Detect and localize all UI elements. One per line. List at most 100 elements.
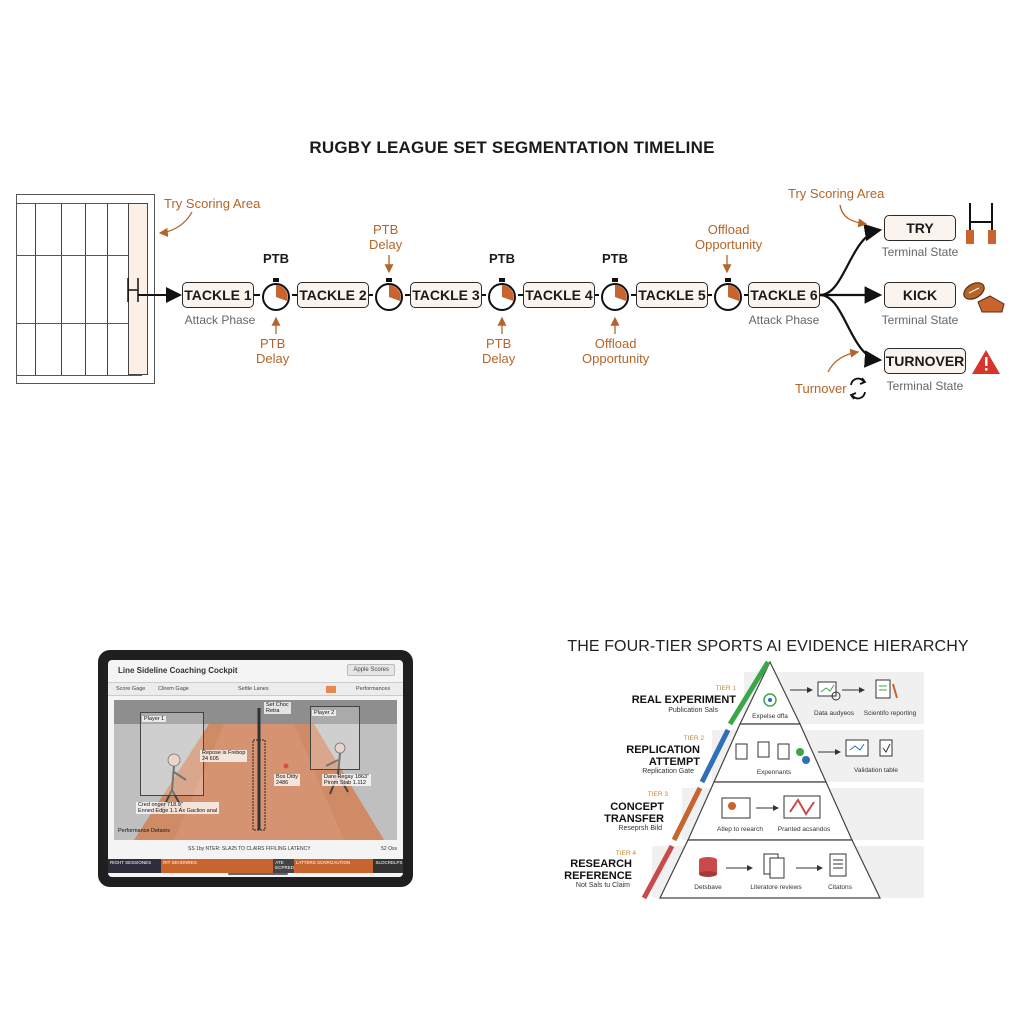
research-icon xyxy=(721,797,751,819)
refresh-icon xyxy=(849,377,867,400)
warning-icon xyxy=(972,350,1000,374)
tackle-5: TACKLE 5 xyxy=(636,282,708,308)
database-icon xyxy=(699,857,717,877)
toolbar-toggle[interactable] xyxy=(326,686,336,693)
outcome-kick: KICK xyxy=(884,282,956,308)
validation-icon xyxy=(845,739,893,757)
segment-5[interactable]: SLOCRELPS xyxy=(373,859,403,873)
tier-1-tag: TIER 1 xyxy=(715,685,736,692)
printed-acsandos-icon xyxy=(783,795,821,819)
latency-value: 52 Oss xyxy=(381,846,397,852)
ptb-delay-note-top: PTB Delay xyxy=(369,222,403,252)
outcome-try: TRY xyxy=(884,215,956,241)
tier-4-step-3: Citatons xyxy=(828,884,852,891)
tier-1-sub: Publication Sals xyxy=(668,707,718,714)
tier-2-step-2: Validation table xyxy=(854,767,898,774)
report-icon xyxy=(875,679,898,699)
tier-4-step-2: Literatore reviews xyxy=(750,884,802,891)
terminal-state-try: Terminal State xyxy=(881,245,959,259)
rugby-field xyxy=(16,194,155,384)
latency-label: SS 1by NTER: SLA25 TO CLAIRS FIFILING LA… xyxy=(188,846,311,852)
tackle-3: TACKLE 3 xyxy=(410,282,482,308)
terminal-state-turnover: Terminal State xyxy=(886,379,964,393)
cockpit-toolbar: Score Gage Clirem Gage Settle Lanes Perf… xyxy=(108,682,403,696)
mid-left-caption: Repose is Frebop 24 605 xyxy=(200,750,248,762)
offload-note-top: Offload Opportunity xyxy=(695,222,763,252)
rugby-ball-icon xyxy=(963,282,985,300)
mid-right-caption: Bos Ditty 2486 xyxy=(274,774,301,786)
latency-bar: SS 1by NTER: SLA25 TO CLAIRS FIFILING LA… xyxy=(108,845,403,854)
tackle-6: TACKLE 6 xyxy=(748,282,820,308)
segment-2[interactable]: RIT SEHONRES xyxy=(161,859,274,873)
offload-note-bottom: Offload Opportunity xyxy=(582,336,650,366)
ptb-delay-note-2: PTB Delay xyxy=(482,336,516,366)
turnover-note: Turnover xyxy=(795,381,847,396)
tier-2-step-1: Expennants xyxy=(756,769,792,776)
literature-icon xyxy=(763,853,785,879)
tier-3-step-1: Atlep to reearch xyxy=(717,826,763,833)
try-area-note-left: Try Scoring Area xyxy=(164,196,261,211)
citations-icon xyxy=(829,853,847,877)
segment-3[interactable]: ATE ECPREDNTOS xyxy=(273,859,294,873)
goalpost-icon xyxy=(127,278,139,302)
player-1-label: Player 1 xyxy=(142,716,167,722)
tier-2-sub: Replication Gate xyxy=(642,768,694,775)
ptb-label-2: PTB xyxy=(489,251,515,266)
player-2-stat-caption: Dare Regay 1863" Pirom Stab 1.112 xyxy=(322,774,372,786)
document-icons xyxy=(735,741,810,764)
home-indicator xyxy=(228,873,288,875)
tablet-device: Line Sideline Coaching Cockpit Apple Sco… xyxy=(98,650,413,887)
segment-1[interactable]: RIGHT SESSIONES xyxy=(108,859,162,873)
player-1-panel xyxy=(140,712,204,796)
tier-1-step-1: Expelse dffa xyxy=(752,713,788,720)
tier-1-name: REAL EXPERIMENT xyxy=(631,694,736,706)
tier-2-tag: TIER 2 xyxy=(683,735,704,742)
tackle-4: TACKLE 4 xyxy=(523,282,595,308)
ptb-label-3: PTB xyxy=(602,251,628,266)
toolbar-item-clirem-gage[interactable]: Clirem Gage xyxy=(158,686,189,692)
tier-3-step-2: Pranted acsandos xyxy=(777,826,831,833)
tier-4-sub: Not Sals tu Claim xyxy=(575,882,630,889)
outcome-turnover: TURNOVER xyxy=(884,348,966,374)
session-segment-bar: RIGHT SESSIONES RIT SEHONRES ATE ECPREDN… xyxy=(108,859,403,873)
apple-scores-button[interactable]: Apple Scores xyxy=(347,664,395,676)
player-2-panel xyxy=(310,706,360,770)
tier-4-step-1: Detsbave xyxy=(694,884,722,891)
goalpost-icon xyxy=(966,203,996,244)
tier-3-sub: Reseprsh Bild xyxy=(618,825,662,832)
court-view: Player 1 Player 2 Set Choc Retra Repose … xyxy=(114,700,397,840)
atom-icon xyxy=(763,693,777,707)
attack-phase-label-1: Attack Phase xyxy=(184,313,256,327)
ptb-delay-note-1: PTB Delay xyxy=(256,336,290,366)
stopwatch-icon xyxy=(262,278,290,311)
terminal-state-kick: Terminal State xyxy=(881,313,959,327)
data-analysis-icon xyxy=(817,681,841,701)
tier-4-name: RESEARCH REFERENCE xyxy=(564,858,632,882)
toolbar-item-score-gage[interactable]: Score Gage xyxy=(116,686,146,692)
try-area-note-right: Try Scoring Area xyxy=(788,186,885,201)
toolbar-item-settle-lanes[interactable]: Settle Lanes xyxy=(238,686,269,692)
attack-phase-label-2: Attack Phase xyxy=(748,313,820,327)
cockpit-title: Line Sideline Coaching Cockpit xyxy=(118,666,238,675)
tier-2-name: REPLICATION ATTEMPT xyxy=(626,744,700,768)
stopwatch-icon xyxy=(375,278,403,311)
toolbar-item-performances[interactable]: Performances xyxy=(356,686,391,692)
player-1-stat-caption: Cred onger 718.9" Enned Edge 1.1 Ax Gacl… xyxy=(136,802,220,814)
tackle-2: TACKLE 2 xyxy=(297,282,369,308)
segment-4[interactable]: LATTERS SCNRGAUTION xyxy=(293,859,374,873)
boot-icon xyxy=(977,295,1005,313)
stopwatch-icon xyxy=(714,278,742,311)
performance-detsors-label: Performance Detsors xyxy=(118,828,170,834)
page-title: RUGBY LEAGUE SET SEGMENTATION TIMELINE xyxy=(309,138,715,157)
tier-3-name: CONCEPT TRANSFER xyxy=(604,801,664,825)
stopwatch-icon xyxy=(488,278,516,311)
hierarchy-title: THE FOUR-TIER SPORTS AI EVIDENCE HIERARC… xyxy=(567,638,969,655)
tablet-screen: Line Sideline Coaching Cockpit Apple Sco… xyxy=(108,660,403,877)
tier-3-tag: TIER 3 xyxy=(647,791,668,798)
center-top-caption: Set Choc Retra xyxy=(264,702,291,714)
tackle-1: TACKLE 1 xyxy=(182,282,254,308)
tier-4-tag: TIER 4 xyxy=(615,850,636,857)
tier-1-step-2: Data audyeos xyxy=(813,710,855,717)
